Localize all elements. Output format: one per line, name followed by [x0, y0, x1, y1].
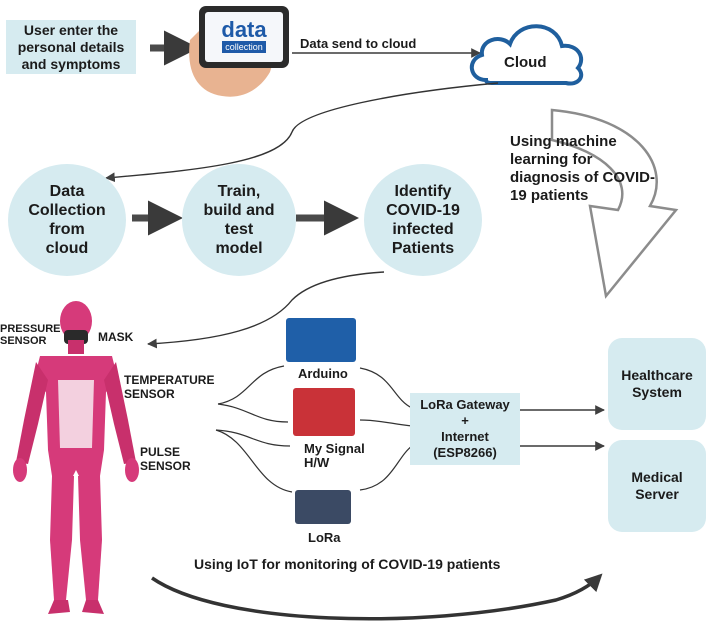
lora-gateway-box: LoRa Gateway + Internet (ESP8266) — [410, 393, 520, 465]
medical-server-label: Medical Server — [631, 469, 683, 502]
pressure-sensor-label: PRESSURE SENSOR — [0, 323, 61, 347]
link-pulse-mysignal — [215, 429, 291, 447]
arrow-cloud-to-collection — [105, 82, 499, 183]
lora-label: LoRa — [308, 530, 341, 545]
arrow-identify-to-mask — [147, 271, 385, 349]
send-to-cloud-label: Data send to cloud — [300, 36, 417, 51]
step-identify-patients-label: Identify COVID-19 infected Patients — [386, 183, 460, 257]
arduino-label: Arduino — [298, 366, 348, 381]
arduino-board-icon — [286, 318, 356, 362]
pulse-sensor-label: PULSE SENSOR — [140, 445, 191, 473]
step-train-model-label: Train, build and test model — [203, 183, 275, 257]
iot-caption: Using IoT for monitoring of COVID-19 pat… — [194, 556, 501, 572]
ml-curved-arrow — [550, 108, 679, 299]
human-body-figure — [13, 301, 139, 614]
user-input-box: User enter the personal details and symp… — [6, 20, 136, 74]
link-mysignal-gateway — [359, 419, 413, 427]
step-train-model: Train, build and test model — [182, 164, 296, 276]
ml-diagnosis-note: Using machine learning for diagnosis of … — [510, 133, 656, 204]
healthcare-system-label: Healthcare System — [621, 367, 693, 400]
link-arduino-gateway — [359, 367, 413, 409]
link-lora-gateway — [359, 445, 413, 491]
user-input-label: User enter the personal details and symp… — [17, 21, 125, 72]
mysignal-label: My Signal H/W — [304, 441, 365, 470]
step-data-collection: Data Collection from cloud — [8, 164, 126, 276]
lora-module-icon — [295, 490, 351, 524]
cloud-icon — [470, 24, 584, 86]
link-temperature-arduino — [217, 365, 285, 405]
link-temperature-mysignal — [217, 403, 289, 423]
data-collection-logo: data collection — [207, 15, 281, 57]
healthcare-system-box: Healthcare System — [608, 338, 706, 430]
temperature-sensor-label: TEMPERATURE SENSOR — [124, 373, 215, 401]
mask-label: MASK — [98, 330, 134, 344]
logo-main-text: data — [221, 17, 267, 42]
link-pulse-lora — [215, 429, 293, 493]
mysignal-board-icon — [293, 388, 355, 436]
medical-server-box: Medical Server — [608, 440, 706, 532]
logo-sub-text: collection — [222, 41, 266, 53]
step-data-collection-label: Data Collection from cloud — [28, 183, 106, 257]
step-identify-patients: Identify COVID-19 infected Patients — [364, 164, 482, 276]
cloud-label: Cloud — [504, 54, 547, 71]
iot-curved-arrow — [151, 573, 603, 621]
